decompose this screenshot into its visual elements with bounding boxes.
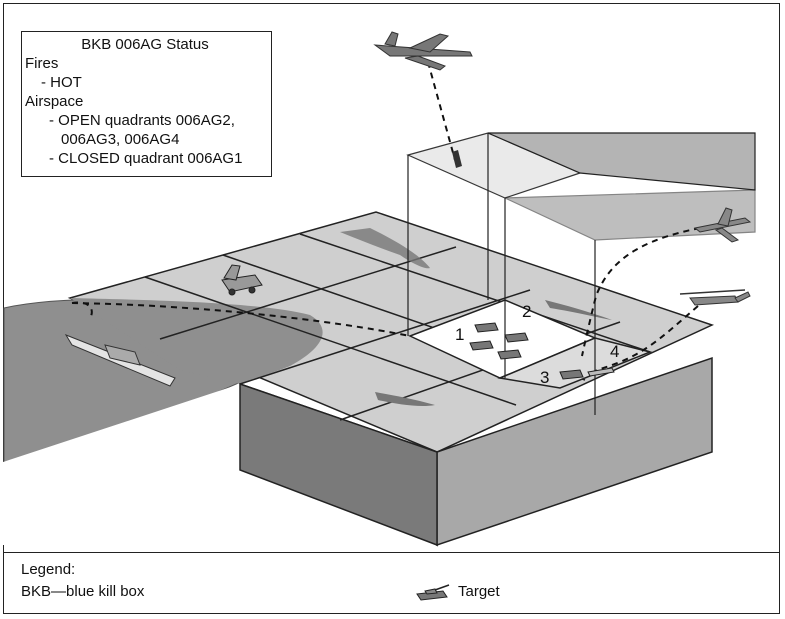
airspace-heading: Airspace: [25, 93, 84, 110]
legend-title: Legend:: [21, 561, 76, 578]
launcher-vehicle-icon: [221, 264, 263, 296]
status-title: BKB 006AG Status: [81, 36, 209, 53]
bomber-aircraft-icon: [373, 31, 473, 71]
missile-icon: [587, 367, 615, 377]
status-box: BKB 006AG Status Fires - HOT Airspace - …: [21, 31, 272, 177]
closed-quadrant-line: - CLOSED quadrant 006AG1: [49, 150, 243, 167]
quadrant-label-2: 2: [522, 302, 531, 321]
fighter-jet-icon: [693, 207, 752, 243]
kill-box-scene: 1 2 3 4: [3, 31, 756, 547]
open-quadrants-line-1: - OPEN quadrants 006AG2,: [49, 112, 235, 129]
kill-box-floor-q4: [497, 337, 653, 389]
sea-overlap: [70, 298, 323, 384]
quadrant-label-4: 4: [610, 342, 619, 361]
airspace-column: [406, 132, 756, 415]
quadrant-label-3: 3: [540, 368, 549, 387]
legend-target-label: Target: [458, 583, 500, 600]
ridge-feature-3: [375, 392, 435, 407]
target-tanks: [469, 322, 584, 380]
bomb-icon: [452, 150, 462, 168]
fires-value: - HOT: [41, 74, 82, 91]
fires-heading: Fires: [25, 55, 59, 72]
open-quadrants-line-2: 006AG3, 006AG4: [61, 131, 180, 148]
legend-divider: [3, 552, 780, 553]
ship-icon: [64, 333, 176, 387]
target-tank-icon: [416, 584, 450, 601]
quadrant-label-1: 1: [455, 325, 464, 344]
terrain-side: [239, 382, 438, 547]
helicopter-icon: [679, 289, 751, 306]
legend-bkb-definition: BKB—blue kill box: [21, 583, 145, 600]
